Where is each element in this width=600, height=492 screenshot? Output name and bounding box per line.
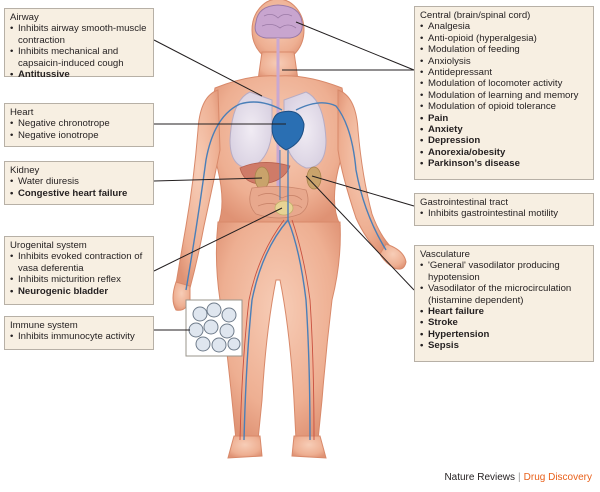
box-central-item: Parkinson’s disease bbox=[420, 158, 588, 170]
journal-section: Drug Discovery bbox=[523, 472, 592, 483]
box-central-item: Anti-opioid (hyperalgesia) bbox=[420, 33, 588, 45]
journal-name: Nature Reviews bbox=[444, 472, 516, 483]
box-heart-title: Heart bbox=[10, 107, 34, 118]
box-heart-item: Negative chronotrope bbox=[10, 118, 148, 130]
publication-credit: Nature Reviews|Drug Discovery bbox=[444, 472, 592, 483]
box-kidney-list: Water diuresis Congestive heart failure bbox=[10, 176, 148, 199]
box-kidney-title: Kidney bbox=[10, 165, 40, 176]
box-immune-title: Immune system bbox=[10, 320, 78, 331]
box-gi: Gastrointestinal tract Inhibits gastroin… bbox=[414, 193, 594, 226]
box-vasculature-item: Sepsis bbox=[420, 340, 588, 352]
box-central-item: Modulation of locomoter activity bbox=[420, 78, 588, 90]
box-kidney-item: Water diuresis bbox=[10, 176, 148, 188]
box-vasculature-list: 'General' vasodilator producing hypotens… bbox=[420, 260, 588, 352]
box-airway-item: Antitussive bbox=[10, 69, 148, 81]
box-urogenital: Urogenital system Inhibits evoked contra… bbox=[4, 236, 154, 305]
box-central-title: Central (brain/spinal cord) bbox=[420, 10, 531, 21]
box-vasculature-title: Vasculature bbox=[420, 249, 470, 260]
brain bbox=[254, 4, 303, 39]
box-airway-item: Inhibits mechanical and capsaicin-induce… bbox=[10, 46, 148, 69]
box-gi-item: Inhibits gastrointestinal motility bbox=[420, 208, 588, 220]
box-central-item: Modulation of learning and memory bbox=[420, 90, 588, 102]
box-central: Central (brain/spinal cord) Analgesia An… bbox=[414, 6, 594, 180]
box-heart-list: Negative chronotrope Negative ionotrope bbox=[10, 118, 148, 141]
box-airway-item: Inhibits airway smooth-muscle contractio… bbox=[10, 23, 148, 46]
heart bbox=[271, 110, 305, 151]
blood-vessels bbox=[185, 101, 387, 441]
box-central-item: Pain bbox=[420, 113, 588, 125]
bladder bbox=[274, 200, 294, 216]
box-airway-list: Inhibits airway smooth-muscle contractio… bbox=[10, 23, 148, 80]
box-central-item: Anxiety bbox=[420, 124, 588, 136]
box-vasculature: Vasculature 'General' vasodilator produc… bbox=[414, 245, 594, 362]
box-central-item: Anxiolysis bbox=[420, 56, 588, 68]
box-vasculature-item: Vasodilator of the microcirculation (his… bbox=[420, 283, 588, 306]
box-gi-title: Gastrointestinal tract bbox=[420, 197, 508, 208]
box-airway: Airway Inhibits airway smooth-muscle con… bbox=[4, 8, 154, 81]
box-immune-item: Inhibits immunocyte activity bbox=[10, 331, 148, 343]
left-lung bbox=[229, 91, 273, 169]
box-central-item: Modulation of opioid tolerance bbox=[420, 101, 588, 113]
box-vasculature-item: 'General' vasodilator producing hypotens… bbox=[420, 260, 588, 283]
box-central-item: Modulation of feeding bbox=[420, 44, 588, 56]
body-silhouette bbox=[172, 0, 407, 459]
immune-cells-inset bbox=[185, 299, 243, 357]
kidney-left bbox=[306, 166, 322, 190]
box-vasculature-item: Heart failure bbox=[420, 306, 588, 318]
box-central-item: Depression bbox=[420, 135, 588, 147]
box-central-item: Antidepressant bbox=[420, 67, 588, 79]
box-heart-item: Negative ionotrope bbox=[10, 130, 148, 142]
box-central-list: Analgesia Anti-opioid (hyperalgesia) Mod… bbox=[420, 21, 588, 170]
diagram: Airway Inhibits airway smooth-muscle con… bbox=[0, 0, 600, 470]
box-kidney-item: Congestive heart failure bbox=[10, 188, 148, 200]
box-vasculature-item: Hypertension bbox=[420, 329, 588, 341]
box-gi-list: Inhibits gastrointestinal motility bbox=[420, 208, 588, 220]
box-central-item: Analgesia bbox=[420, 21, 588, 33]
box-immune: Immune system Inhibits immunocyte activi… bbox=[4, 316, 154, 350]
box-urogenital-title: Urogenital system bbox=[10, 240, 87, 251]
box-immune-list: Inhibits immunocyte activity bbox=[10, 331, 148, 343]
box-urogenital-list: Inhibits evoked contraction of vasa defe… bbox=[10, 251, 148, 297]
human-body-illustration bbox=[153, 0, 415, 459]
box-vasculature-item: Stroke bbox=[420, 317, 588, 329]
organs bbox=[229, 4, 327, 219]
box-kidney: Kidney Water diuresis Congestive heart f… bbox=[4, 161, 154, 205]
box-central-item: Anorexia/obesity bbox=[420, 147, 588, 159]
box-airway-title: Airway bbox=[10, 12, 39, 23]
box-urogenital-item: Inhibits evoked contraction of vasa defe… bbox=[10, 251, 148, 274]
box-heart: Heart Negative chronotrope Negative iono… bbox=[4, 103, 154, 147]
box-urogenital-item: Neurogenic bladder bbox=[10, 286, 148, 298]
leader-lines bbox=[153, 21, 415, 331]
box-urogenital-item: Inhibits micturition reflex bbox=[10, 274, 148, 286]
